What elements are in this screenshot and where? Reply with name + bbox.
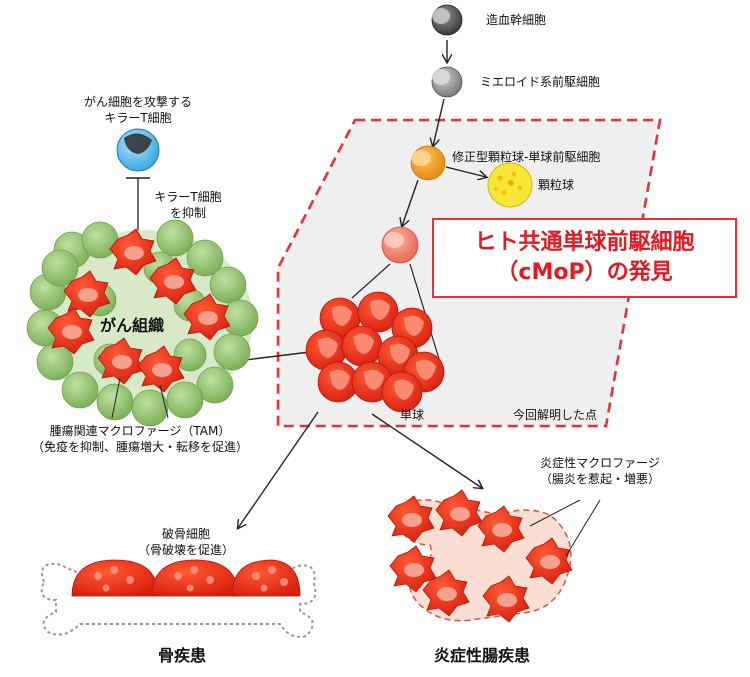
label-inflam-mac-2: （腸炎を惹起・増悪） [539, 472, 661, 486]
tam-pointer-left [111, 377, 121, 419]
arrow-myeloid-to-modified [433, 98, 445, 146]
label-killer-t-2: キラーT細胞 [104, 111, 172, 125]
killer-t-cell-icon [116, 128, 160, 172]
hsc-cell-icon [431, 4, 463, 36]
label-discovered: 今回解明した点 [513, 408, 598, 422]
title-line1: ヒト共通単球前駆細胞 [474, 230, 695, 255]
title-line2: （cMoP）の発見 [496, 260, 673, 285]
inflam-pointer-right [565, 499, 601, 557]
label-modified: 修正型顆粒球-単球前駆細胞 [452, 150, 601, 164]
cmop-cell-icon [381, 226, 419, 264]
label-suppress-2: を抑制 [169, 206, 207, 220]
bone-osteoclast [40, 559, 317, 638]
label-tam-2: （免疫を抑制、腫瘍増大・転移を促進） [31, 440, 249, 454]
tam-pointer-right [159, 384, 169, 419]
label-inflam-mac-1: 炎症性マクロファージ [540, 456, 660, 470]
label-suppress-1: キラーT細胞 [154, 190, 222, 204]
label-osteoclast-2: （骨破壊を促進） [137, 543, 235, 557]
label-osteoclast-1: 破骨細胞 [161, 527, 211, 541]
label-monocyte: 単球 [400, 408, 425, 422]
myeloid-progenitor-icon [431, 66, 463, 98]
arrow-modified-to-granulocyte [445, 166, 486, 177]
cmop-title-box: ヒト共通単球前駆細胞 （cMoP）の発見 [432, 218, 737, 298]
tumor-tissue [26, 219, 259, 427]
inflam-pointer-left [529, 499, 581, 527]
label-bone-disease: 骨疾患 [157, 646, 207, 665]
intestine-lesion [387, 489, 573, 623]
arrow-modified-to-cmop [402, 179, 419, 226]
label-granulocyte: 顆粒球 [538, 178, 575, 192]
label-ibd: 炎症性腸疾患 [433, 646, 531, 665]
modified-progenitor-icon [410, 145, 446, 181]
label-myeloid: ミエロイド系前駆細胞 [480, 75, 601, 89]
arrow-to-ibd [371, 413, 482, 488]
label-killer-t-1: がん細胞を攻撃する [83, 95, 193, 109]
label-tumor: がん組織 [100, 316, 165, 335]
arrow-to-osteoclast [238, 411, 319, 528]
label-tam-1: 腫瘍関連マクロファージ（TAM） [49, 424, 231, 438]
granulocyte-icon [487, 162, 533, 208]
label-hsc: 造血幹細胞 [486, 13, 547, 27]
line-cmop-to-monocytes-left [351, 263, 391, 299]
